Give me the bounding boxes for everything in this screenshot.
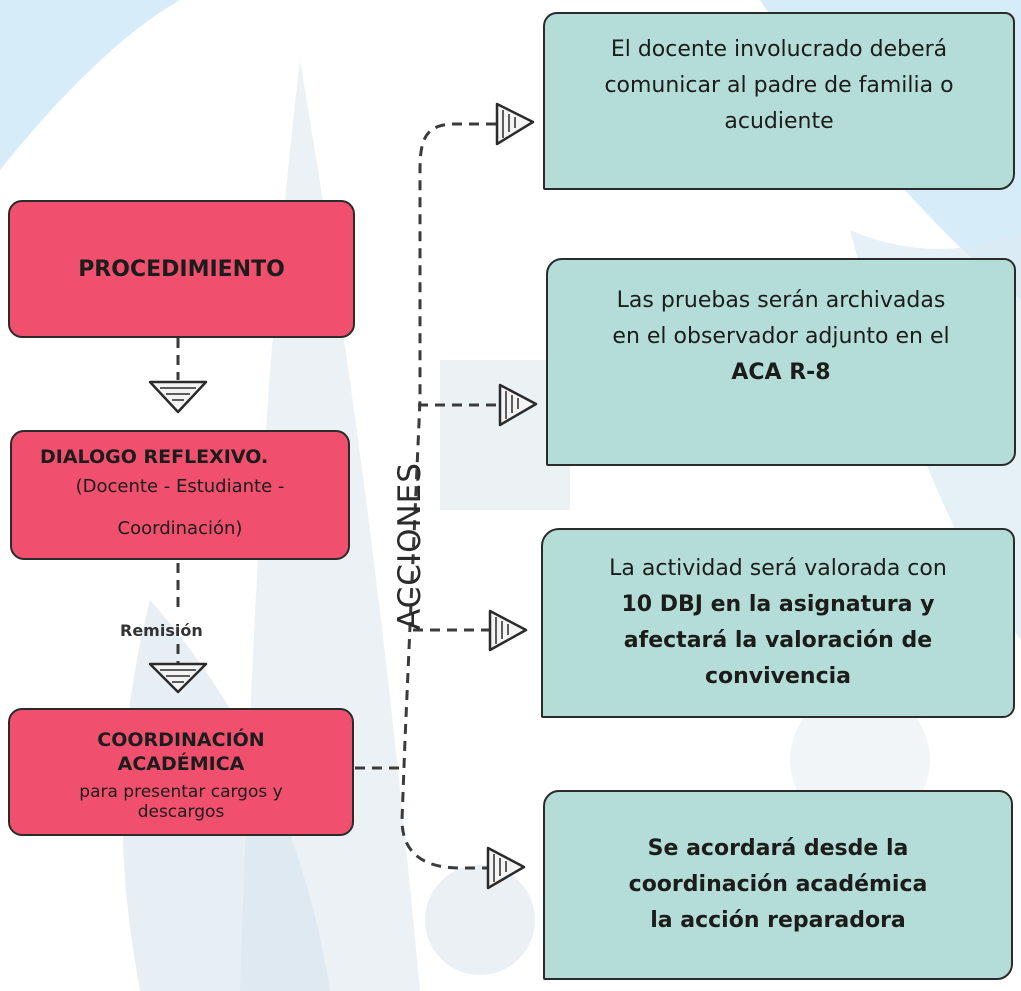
procedure-title: PROCEDIMIENTO bbox=[78, 256, 285, 282]
action-2-line-1: Las pruebas serán archivadas bbox=[616, 288, 946, 313]
action-box-1: El docente involucrado deberá comunicar … bbox=[543, 12, 1015, 190]
action-1-line-2: comunicar al padre de familia o bbox=[604, 73, 954, 98]
coordinacion-academica-box: COORDINACIÓN ACADÉMICA para presentar ca… bbox=[8, 708, 354, 836]
coordinacion-desc-line-2: descargos bbox=[137, 802, 225, 822]
action-1-line-3: acudiente bbox=[724, 109, 834, 134]
action-4-line-1: Se acordará desde la bbox=[647, 836, 909, 861]
coordinacion-title: COORDINACIÓN ACADÉMICA bbox=[10, 728, 352, 776]
arrow-down-icon bbox=[148, 662, 208, 694]
dialogo-line-1: (Docente - Estudiante - bbox=[75, 476, 285, 497]
coordinacion-title-line-1: COORDINACIÓN bbox=[97, 729, 265, 751]
action-2-line-2: en el observador adjunto en el bbox=[612, 324, 950, 349]
action-box-4: Se acordará desde la coordinación académ… bbox=[543, 790, 1013, 980]
coordinacion-desc-line-1: para presentar cargos y bbox=[79, 782, 283, 802]
procedure-title-box: PROCEDIMIENTO bbox=[8, 200, 355, 338]
action-2-code: ACA R-8 bbox=[731, 360, 831, 385]
action-1-line-1: El docente involucrado deberá bbox=[610, 37, 948, 62]
dialogo-reflexivo-box: DIALOGO REFLEXIVO. (Docente - Estudiante… bbox=[10, 430, 350, 560]
action-3-line-3: afectará la valoración de bbox=[623, 628, 933, 653]
action-3-line-4: convivencia bbox=[704, 664, 852, 689]
remision-label: Remisión bbox=[120, 621, 203, 640]
action-box-2: Las pruebas serán archivadas en el obser… bbox=[546, 258, 1016, 466]
action-3-line-2: 10 DBJ en la asignatura y bbox=[621, 592, 935, 617]
action-box-3: La actividad será valorada con 10 DBJ en… bbox=[541, 528, 1015, 718]
arrow-down-icon bbox=[148, 380, 208, 414]
coordinacion-description: para presentar cargos y descargos bbox=[10, 782, 352, 822]
action-3-line-1: La actividad será valorada con bbox=[609, 556, 947, 581]
coordinacion-title-line-2: ACADÉMICA bbox=[117, 753, 245, 775]
acciones-label: ACCIONES bbox=[392, 462, 428, 630]
action-4-line-2: coordinación académica bbox=[628, 872, 928, 897]
dialogo-title: DIALOGO REFLEXIVO. bbox=[40, 446, 269, 468]
dialogo-line-2: Coordinación) bbox=[117, 518, 243, 539]
action-4-line-3: la acción reparadora bbox=[650, 908, 906, 933]
